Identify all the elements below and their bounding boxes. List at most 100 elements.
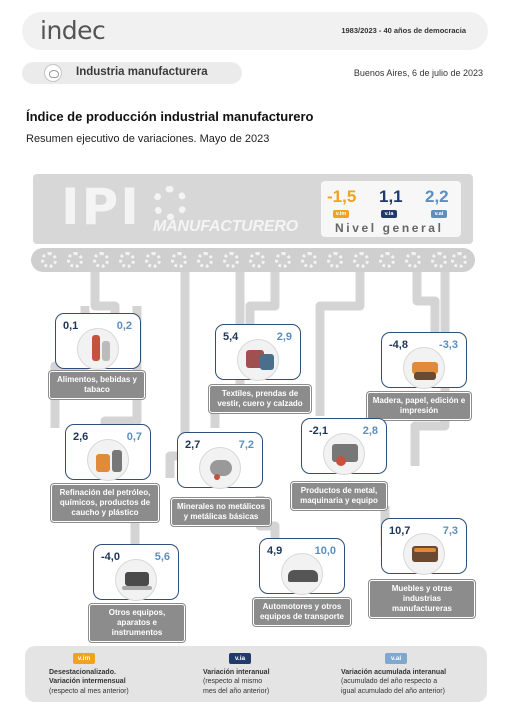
sector-via-value: -4,8 (389, 339, 408, 351)
car-icon (281, 553, 323, 595)
paper-roll-icon (403, 347, 445, 389)
chemicals-icon (87, 439, 129, 481)
gear-icon (119, 252, 135, 268)
ipi-banner: IPI MANUFACTURERO -1,5 v.im 1,1 v.ia 2,2… (33, 174, 473, 244)
gear-icon (353, 252, 369, 268)
sector-label: Automotores y otros equipos de transport… (253, 598, 351, 626)
legend: v.im Desestacionalizado. Variación inter… (25, 646, 487, 702)
legend-tag-via: v.ia (229, 653, 251, 664)
kpi-via-tag: v.ia (381, 210, 397, 218)
sector-via-value: -2,1 (309, 425, 328, 437)
page-subtitle: Resumen ejecutivo de variaciones. Mayo d… (26, 133, 270, 145)
legend-title: Variación interanual (203, 669, 270, 676)
sector-label: Textiles, prendas de vestir, cuero y cal… (209, 385, 311, 413)
sector-vai-value: 7,3 (442, 525, 458, 537)
sector-label: Refinación del petróleo, químicos, produ… (51, 484, 159, 522)
sector-label: Muebles y otras industrias manufacturera… (369, 580, 475, 618)
legend-text-vai: Variación acumulada interanual (acumulad… (341, 668, 446, 696)
sector-card-madera: -4,8 -3,3 (381, 332, 467, 389)
gear-icon (431, 252, 447, 268)
sector-card-automotores: 4,9 10,0 (259, 538, 345, 595)
general-level-box: -1,5 v.im 1,1 v.ia 2,2 v.ai Nivel genera… (321, 181, 461, 237)
ipi-title: IPI (61, 178, 141, 236)
sector-vai-value: 5,6 (154, 551, 170, 563)
section-label: Industria manufacturera (76, 66, 208, 78)
shirt-icon (237, 339, 279, 381)
manufacturero-title: MANUFACTURERO (153, 218, 298, 235)
gear-icon (153, 186, 187, 220)
kpi-via-value: 1,1 (379, 187, 403, 206)
gear-icon (379, 252, 395, 268)
publication-date: Buenos Aires, 6 de julio de 2023 (353, 68, 483, 78)
sector-card-textiles: 5,4 2,9 (215, 324, 301, 381)
gear-icon (93, 252, 109, 268)
sector-vai-value: 10,0 (314, 545, 336, 557)
gear-icon (67, 252, 83, 268)
sector-label: Minerales no metálicos y metálicas básic… (171, 498, 271, 526)
sector-label: Productos de metal, maquinaria y equipo (291, 482, 387, 510)
legend-line: (respecto al mes anterior) (49, 687, 129, 695)
sector-vai-value: 0,2 (116, 320, 132, 332)
page-title: Índice de producción industrial manufact… (26, 109, 314, 124)
legend-tag-vim: v.im (73, 653, 95, 664)
machinery-icon (323, 433, 365, 475)
indec-logo: indec (40, 16, 106, 45)
kpi-vai-value: 2,2 (425, 187, 449, 206)
kpi-vim-tag: v.im (333, 210, 349, 218)
legend-line: (acumulado del año respecto a (341, 678, 438, 686)
gear-icon (249, 252, 265, 268)
sector-vai-value: -3,3 (439, 339, 458, 351)
legend-text-via: Variación interanual (respecto al mismo … (203, 668, 270, 696)
legend-title: Desestacionalizado. (49, 669, 116, 676)
sector-card-minerales: 2,7 7,2 (177, 432, 263, 489)
sector-vai-value: 0,7 (126, 431, 142, 443)
kpi-vai-tag: v.ai (431, 210, 447, 218)
sector-card-muebles: 10,7 7,3 (381, 518, 467, 575)
sector-vai-value: 2,9 (276, 331, 292, 343)
cement-mixer-icon (199, 447, 241, 489)
sector-label: Otros equipos, aparatos e instrumentos (89, 604, 185, 642)
kpi-vim-value: -1,5 (327, 187, 357, 206)
gear-icon (405, 252, 421, 268)
sector-label: Madera, papel, edición e impresión (367, 392, 471, 420)
sector-label: Alimentos, bebidas y tabaco (49, 371, 145, 399)
legend-line: Variación intermensual (49, 678, 126, 686)
gear-icon (223, 252, 239, 268)
legend-title: Variación acumulada interanual (341, 669, 447, 676)
sector-card-alimentos: 0,1 0,2 (55, 313, 141, 370)
slogan: 1983/2023 - 40 años de democracia (341, 26, 466, 35)
gear-icon (301, 252, 317, 268)
gear-icon (41, 252, 57, 268)
sector-via-value: 0,1 (63, 320, 79, 332)
gear-icon (275, 252, 291, 268)
infographic: IPI MANUFACTURERO -1,5 v.im 1,1 v.ia 2,2… (25, 166, 485, 646)
sector-card-metal: -2,1 2,8 (301, 418, 387, 475)
sector-via-value: 10,7 (389, 525, 411, 537)
nivel-general-label: Nivel general (335, 221, 444, 235)
legend-text-vim: Desestacionalizado. Variación intermensu… (49, 668, 129, 696)
header-bar: indec 1983/2023 - 40 años de democracia (22, 12, 488, 50)
legend-line: (respecto al mismo (203, 678, 263, 686)
sector-via-value: 5,4 (223, 331, 239, 343)
sector-card-otros-equipos: -4,0 5,6 (93, 544, 179, 601)
sector-via-value: 4,9 (267, 545, 283, 557)
laptop-icon (115, 559, 157, 601)
legend-line: igual acumulado del año anterior) (341, 687, 445, 695)
legend-line: mes del año anterior) (203, 687, 270, 695)
sector-via-value: -4,0 (101, 551, 120, 563)
conveyor-belt (31, 248, 475, 272)
sector-card-refinacion: 2,6 0,7 (65, 424, 151, 481)
furniture-icon (403, 533, 445, 575)
sector-vai-value: 7,2 (238, 439, 254, 451)
section-pill: Industria manufacturera (22, 62, 242, 84)
sector-via-value: 2,7 (185, 439, 201, 451)
gear-icon (451, 252, 467, 268)
legend-tag-vai: v.ai (385, 653, 407, 664)
gear-icon (197, 252, 213, 268)
gear-icon (171, 252, 187, 268)
gear-icon (327, 252, 343, 268)
bottle-icon (77, 328, 119, 370)
sector-via-value: 2,6 (73, 431, 89, 443)
sector-vai-value: 2,8 (362, 425, 378, 437)
factory-icon (44, 64, 62, 82)
